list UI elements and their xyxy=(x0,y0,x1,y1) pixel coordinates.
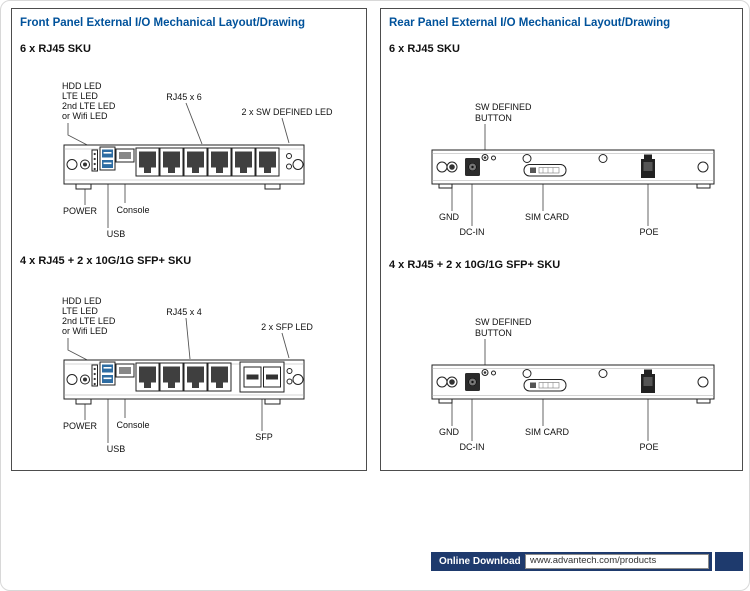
sfp-label: SFP xyxy=(255,432,273,442)
console-port xyxy=(115,363,135,378)
callout-line xyxy=(281,332,290,359)
sim-card-slot xyxy=(523,164,567,177)
dc-in-label: DC-IN xyxy=(460,442,485,452)
footer-end-block xyxy=(715,552,743,571)
wifi-led-label: or Wifi LED xyxy=(62,326,108,336)
rj45-port xyxy=(231,147,256,177)
usb-ports xyxy=(99,146,116,171)
usb-ports xyxy=(99,361,116,386)
callout-line xyxy=(185,317,191,360)
power-label: POWER xyxy=(63,421,98,431)
online-download-bar: Online Download www.advantech.com/produc… xyxy=(431,552,712,571)
rear-panel-drawing-6rj45: SW DEFINED BUTTON xyxy=(431,102,715,237)
sfp-leds xyxy=(286,368,293,385)
sfp-ports xyxy=(239,361,285,393)
lte2-led-label: 2nd LTE LED xyxy=(62,316,116,326)
poe-label: POE xyxy=(639,227,658,237)
sw-defined-button xyxy=(481,369,496,376)
gnd-label: GND xyxy=(439,427,460,437)
front-panel-section: Front Panel External I/O Mechanical Layo… xyxy=(11,8,367,471)
rj45-ports xyxy=(135,362,232,392)
rj45-port xyxy=(207,362,232,392)
rj45-port xyxy=(183,362,208,392)
power-button xyxy=(80,159,90,170)
rj45-port xyxy=(183,147,208,177)
gnd-terminal xyxy=(446,376,458,388)
led-labels: HDD LED LTE LED 2nd LTE LED or Wifi LED xyxy=(62,81,116,121)
usb-label: USB xyxy=(107,229,126,239)
wifi-led-label: or Wifi LED xyxy=(62,111,108,121)
sw-button-label-line2: BUTTON xyxy=(475,113,512,123)
status-leds xyxy=(91,364,98,387)
front-panel-drawing-6rj45: HDD LED LTE LED 2nd LTE LED or Wifi LED … xyxy=(62,81,333,239)
online-download-label: Online Download xyxy=(439,556,521,567)
callout-line xyxy=(67,123,94,149)
rear-panel-drawing-4rj45-sfp: SW DEFINED BUTTON xyxy=(431,317,715,452)
rear-sku1-title: 6 x RJ45 SKU xyxy=(389,43,460,55)
rj45-ports-label: RJ45 x 6 xyxy=(166,92,202,102)
rear-panel-section: Rear Panel External I/O Mechanical Layou… xyxy=(380,8,743,471)
sw-defined-button xyxy=(481,154,496,161)
rj45-port xyxy=(255,147,280,177)
lte2-led-label: 2nd LTE LED xyxy=(62,101,116,111)
lte-led-label: LTE LED xyxy=(62,306,98,316)
sfp-led-label: 2 x SFP LED xyxy=(261,322,313,332)
front-sku1-title: 6 x RJ45 SKU xyxy=(20,43,91,55)
console-label: Console xyxy=(116,205,149,215)
front-panel-drawing-4rj45-sfp: HDD LED LTE LED 2nd LTE LED or Wifi LED … xyxy=(62,296,313,454)
lte-led-label: LTE LED xyxy=(62,91,98,101)
dc-in-jack xyxy=(465,373,480,391)
sw-button-label-line2: BUTTON xyxy=(475,328,512,338)
led-labels: HDD LED LTE LED 2nd LTE LED or Wifi LED xyxy=(62,296,116,336)
front-panel-header: Front Panel External I/O Mechanical Layo… xyxy=(20,17,306,29)
rj45-port xyxy=(159,362,184,392)
dc-in-jack xyxy=(465,158,480,176)
poe-label: POE xyxy=(639,442,658,452)
hdd-led-label: HDD LED xyxy=(62,296,102,306)
sim-card-label: SIM CARD xyxy=(525,427,570,437)
rj45-port xyxy=(159,147,184,177)
poe-port xyxy=(641,369,655,393)
sw-button-label-line1: SW DEFINED xyxy=(475,102,532,112)
poe-port xyxy=(641,154,655,178)
power-label: POWER xyxy=(63,206,98,216)
sim-card-slot xyxy=(523,379,567,392)
console-label: Console xyxy=(116,420,149,430)
sw-defined-leds xyxy=(286,153,292,170)
sw-defined-led-label: 2 x SW DEFINED LED xyxy=(241,107,333,117)
download-url: www.advantech.com/products xyxy=(530,555,657,566)
rj45-ports-label: RJ45 x 4 xyxy=(166,307,202,317)
gnd-label: GND xyxy=(439,212,460,222)
console-port xyxy=(115,148,135,163)
rear-panel-header: Rear Panel External I/O Mechanical Layou… xyxy=(389,17,671,29)
dc-in-label: DC-IN xyxy=(460,227,485,237)
download-url-box: www.advantech.com/products xyxy=(525,554,709,569)
rear-sku2-title: 4 x RJ45 + 2 x 10G/1G SFP+ SKU xyxy=(389,259,561,271)
gnd-terminal xyxy=(446,161,458,173)
rj45-port xyxy=(135,362,160,392)
rj45-port xyxy=(207,147,232,177)
rj45-port xyxy=(135,147,160,177)
callout-line xyxy=(185,102,203,145)
front-sku2-title: 4 x RJ45 + 2 x 10G/1G SFP+ SKU xyxy=(20,255,192,267)
rj45-ports xyxy=(135,147,280,177)
sim-card-label: SIM CARD xyxy=(525,212,570,222)
callout-line xyxy=(67,338,94,364)
usb-label: USB xyxy=(107,444,126,454)
status-leds xyxy=(91,149,98,172)
hdd-led-label: HDD LED xyxy=(62,81,102,91)
sw-button-label-line1: SW DEFINED xyxy=(475,317,532,327)
callout-line xyxy=(281,117,290,144)
power-button xyxy=(80,374,90,385)
